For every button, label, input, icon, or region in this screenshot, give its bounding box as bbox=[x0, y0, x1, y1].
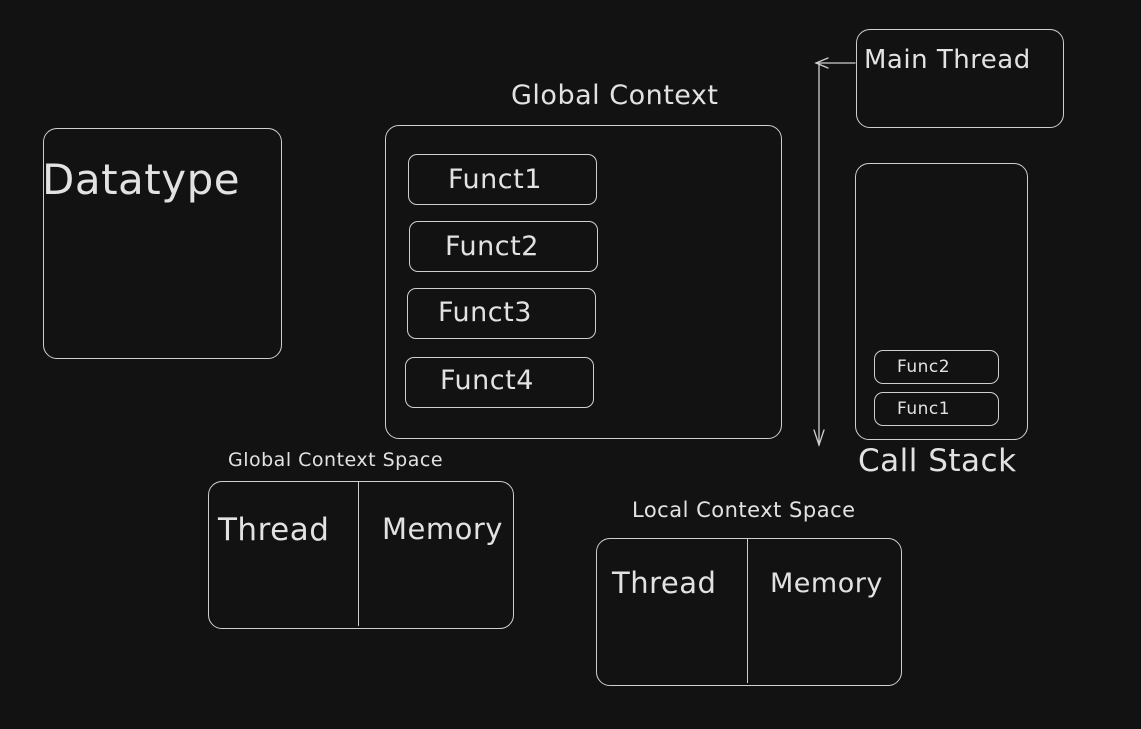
local-context-space-title: Local Context Space bbox=[632, 498, 856, 522]
call-stack-frame-label-func1: Func1 bbox=[897, 399, 951, 419]
local-context-space-box[interactable] bbox=[596, 538, 902, 686]
function-box-3[interactable] bbox=[407, 288, 596, 339]
function-label-1: Funct1 bbox=[448, 164, 542, 195]
function-box-4[interactable] bbox=[405, 357, 594, 408]
local-context-space-divider bbox=[747, 539, 748, 683]
local-memory-label: Memory bbox=[770, 568, 883, 599]
global-memory-label: Memory bbox=[382, 512, 503, 546]
function-box-1[interactable] bbox=[408, 154, 597, 205]
global-context-space-box[interactable] bbox=[208, 481, 514, 629]
global-context-space-title: Global Context Space bbox=[228, 449, 444, 471]
function-box-2[interactable] bbox=[409, 221, 598, 272]
datatype-box[interactable] bbox=[43, 128, 282, 359]
call-stack-frame-func1[interactable] bbox=[874, 392, 999, 426]
function-label-3: Funct3 bbox=[438, 297, 532, 328]
call-stack-box[interactable] bbox=[855, 163, 1028, 440]
arrow-head-left bbox=[814, 57, 829, 69]
call-stack-label: Call Stack bbox=[858, 443, 1017, 479]
local-thread-label: Thread bbox=[612, 566, 717, 600]
main-thread-label: Main Thread bbox=[864, 45, 1031, 75]
function-label-4: Funct4 bbox=[440, 365, 534, 396]
call-stack-frame-func2[interactable] bbox=[874, 350, 999, 384]
datatype-label: Datatype bbox=[42, 155, 241, 204]
global-context-title: Global Context bbox=[511, 80, 719, 111]
global-context-box[interactable] bbox=[385, 125, 782, 439]
call-stack-frame-label-func2: Func2 bbox=[897, 357, 951, 377]
main-thread-box[interactable] bbox=[856, 29, 1064, 128]
function-label-2: Funct2 bbox=[445, 231, 539, 262]
arrow-head-down bbox=[813, 429, 825, 448]
global-context-space-divider bbox=[358, 482, 359, 626]
global-thread-label: Thread bbox=[218, 512, 330, 548]
